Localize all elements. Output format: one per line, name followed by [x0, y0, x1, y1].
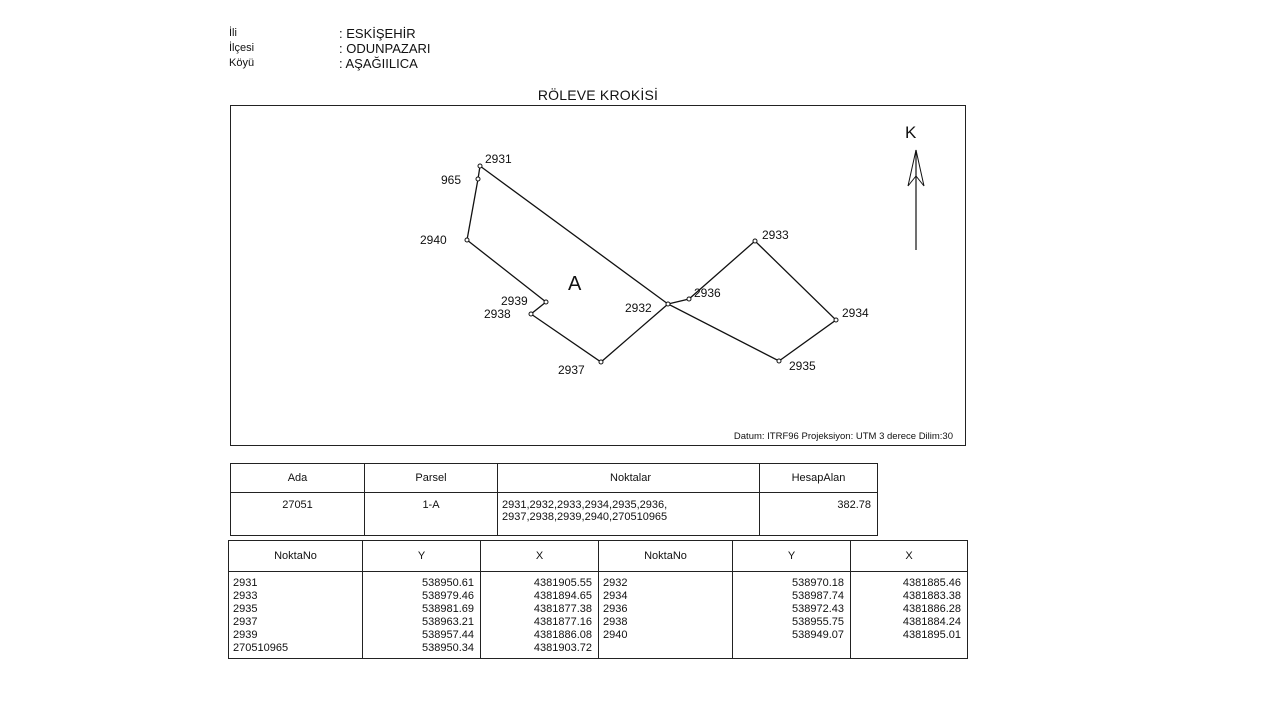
datum-note: Datum: ITRF96 Projeksiyon: UTM 3 derece …: [734, 431, 953, 442]
north-label: K: [905, 123, 917, 142]
cell-no: 2938: [603, 616, 628, 628]
point-label-2937: 2937: [558, 363, 585, 377]
cell-x: 4381886.28: [902, 603, 961, 615]
province-value: : ESKİŞEHİR: [339, 26, 416, 41]
cell-y: 538987.74: [792, 590, 844, 602]
parcel-table: Ada Parsel Noktalar HesapAlan 27051 1-A …: [230, 463, 878, 536]
point-label-2935: 2935: [789, 359, 816, 373]
vertex-2938: [528, 311, 534, 317]
parcel-a-east-boundary: [666, 240, 838, 362]
point-label-2934: 2934: [842, 306, 869, 320]
right-nokta-no-column: 2932 2934 2936 2938 2940: [598, 571, 733, 659]
survey-sketch: 2931 965 2940 2939 2938 2937 2932 2936 2…: [230, 105, 966, 446]
point-label-2940: 2940: [420, 233, 447, 247]
left-nokta-no-column: 2931 2933 2935 2937 2939 270510965: [228, 571, 363, 659]
cell-y: 538950.61: [422, 577, 474, 589]
cell-x: 4381885.46: [902, 577, 961, 589]
cell-x: 4381905.55: [533, 577, 592, 589]
header-parsel: Parsel: [364, 463, 498, 493]
cell-y: 538970.18: [792, 577, 844, 589]
cell-x: 4381877.16: [533, 616, 592, 628]
province-label: İli: [229, 27, 237, 39]
left-y-column: 538950.61 538979.46 538981.69 538963.21 …: [362, 571, 481, 659]
cell-no: 2932: [603, 577, 628, 589]
header-hesap-alan: HesapAlan: [759, 463, 878, 493]
point-label-2932: 2932: [625, 301, 652, 315]
cell-y: 538950.34: [422, 642, 474, 654]
ada-value: 27051: [230, 492, 365, 536]
vertex-markers: [464, 163, 839, 365]
right-y-column: 538970.18 538987.74 538972.43 538955.75 …: [732, 571, 851, 659]
parcel-label: A: [568, 273, 582, 295]
point-label-2938: 2938: [484, 307, 511, 321]
vertex-2937: [598, 359, 604, 365]
cell-no: 2937: [233, 616, 258, 628]
header-noktalar: Noktalar: [497, 463, 760, 493]
cell-y: 538955.75: [792, 616, 844, 628]
parcel-a-boundary: [466, 164, 670, 363]
district-label: İlçesi: [229, 42, 255, 54]
cell-no: 2939: [233, 629, 258, 641]
cell-x: 4381895.01: [902, 629, 961, 641]
header-nokta-no-left: NoktaNo: [228, 540, 363, 572]
vertex-2931: [477, 163, 483, 169]
cell-x: 4381903.72: [533, 642, 592, 654]
left-x-column: 4381905.55 4381894.65 4381877.38 4381877…: [480, 571, 599, 659]
point-label-2936: 2936: [694, 286, 721, 300]
coordinates-table: NoktaNo Y X NoktaNo Y X 2931 2933 2935 2…: [228, 540, 968, 659]
cell-x: 4381884.24: [902, 616, 961, 628]
north-arrow-icon: [907, 149, 925, 250]
point-label-2931: 2931: [485, 152, 512, 166]
noktalar-value: 2931,2932,2933,2934,2935,2936, 2937,2938…: [497, 492, 760, 536]
vertex-965: [475, 176, 481, 182]
cell-no: 2934: [603, 590, 628, 602]
coord-table-header: NoktaNo Y X NoktaNo Y X: [228, 540, 968, 572]
header-y-left: Y: [362, 540, 481, 572]
vertex-2932: [665, 301, 671, 307]
header-nokta-no-right: NoktaNo: [598, 540, 733, 572]
parsel-value: 1-A: [364, 492, 498, 536]
table-row: 2931 2933 2935 2937 2939 270510965 53895…: [228, 571, 968, 659]
vertex-2936: [686, 296, 692, 302]
noktalar-line-1: 2931,2932,2933,2934,2935,2936,: [502, 499, 668, 511]
cell-no: 2931: [233, 577, 258, 589]
cell-no: 270510965: [233, 642, 289, 654]
vertex-2940: [464, 237, 470, 243]
cell-y: 538949.07: [792, 629, 844, 641]
vertex-2935: [776, 358, 782, 364]
district-value: : ODUNPAZARI: [339, 41, 431, 56]
cell-x: 4381877.38: [533, 603, 592, 615]
header-y-right: Y: [732, 540, 851, 572]
point-label-965: 965: [441, 173, 461, 187]
point-label-2939: 2939: [501, 294, 528, 308]
hesap-alan-value: 382.78: [759, 492, 878, 536]
vertex-2933: [752, 238, 758, 244]
sketch-drawing: 2931 965 2940 2939 2938 2937 2932 2936 2…: [420, 123, 953, 442]
cell-no: 2935: [233, 603, 258, 615]
village-value: : AŞAĞIILICA: [339, 56, 418, 71]
header-x-right: X: [850, 540, 968, 572]
sketch-title: RÖLEVE KROKİSİ: [537, 87, 659, 103]
table-row: 27051 1-A 2931,2932,2933,2934,2935,2936,…: [230, 492, 878, 536]
cell-y: 538957.44: [422, 629, 474, 641]
right-x-column: 4381885.46 4381883.38 4381886.28 4381884…: [850, 571, 968, 659]
cell-y: 538963.21: [422, 616, 474, 628]
noktalar-line-2: 2937,2938,2939,2940,270510965: [502, 511, 668, 523]
vertex-2934: [833, 317, 839, 323]
header-x-left: X: [480, 540, 599, 572]
cell-no: 2936: [603, 603, 628, 615]
cell-y: 538981.69: [422, 603, 474, 615]
point-label-2933: 2933: [762, 228, 789, 242]
cell-x: 4381883.38: [902, 590, 961, 602]
parcel-table-header: Ada Parsel Noktalar HesapAlan: [230, 463, 878, 493]
cell-x: 4381886.08: [533, 629, 592, 641]
cell-no: 2933: [233, 590, 258, 602]
vertex-2939: [543, 299, 549, 305]
cell-no: 2940: [603, 629, 628, 641]
header-ada: Ada: [230, 463, 365, 493]
cell-x: 4381894.65: [533, 590, 592, 602]
cell-y: 538972.43: [792, 603, 844, 615]
cell-y: 538979.46: [422, 590, 474, 602]
village-label: Köyü: [229, 57, 255, 69]
